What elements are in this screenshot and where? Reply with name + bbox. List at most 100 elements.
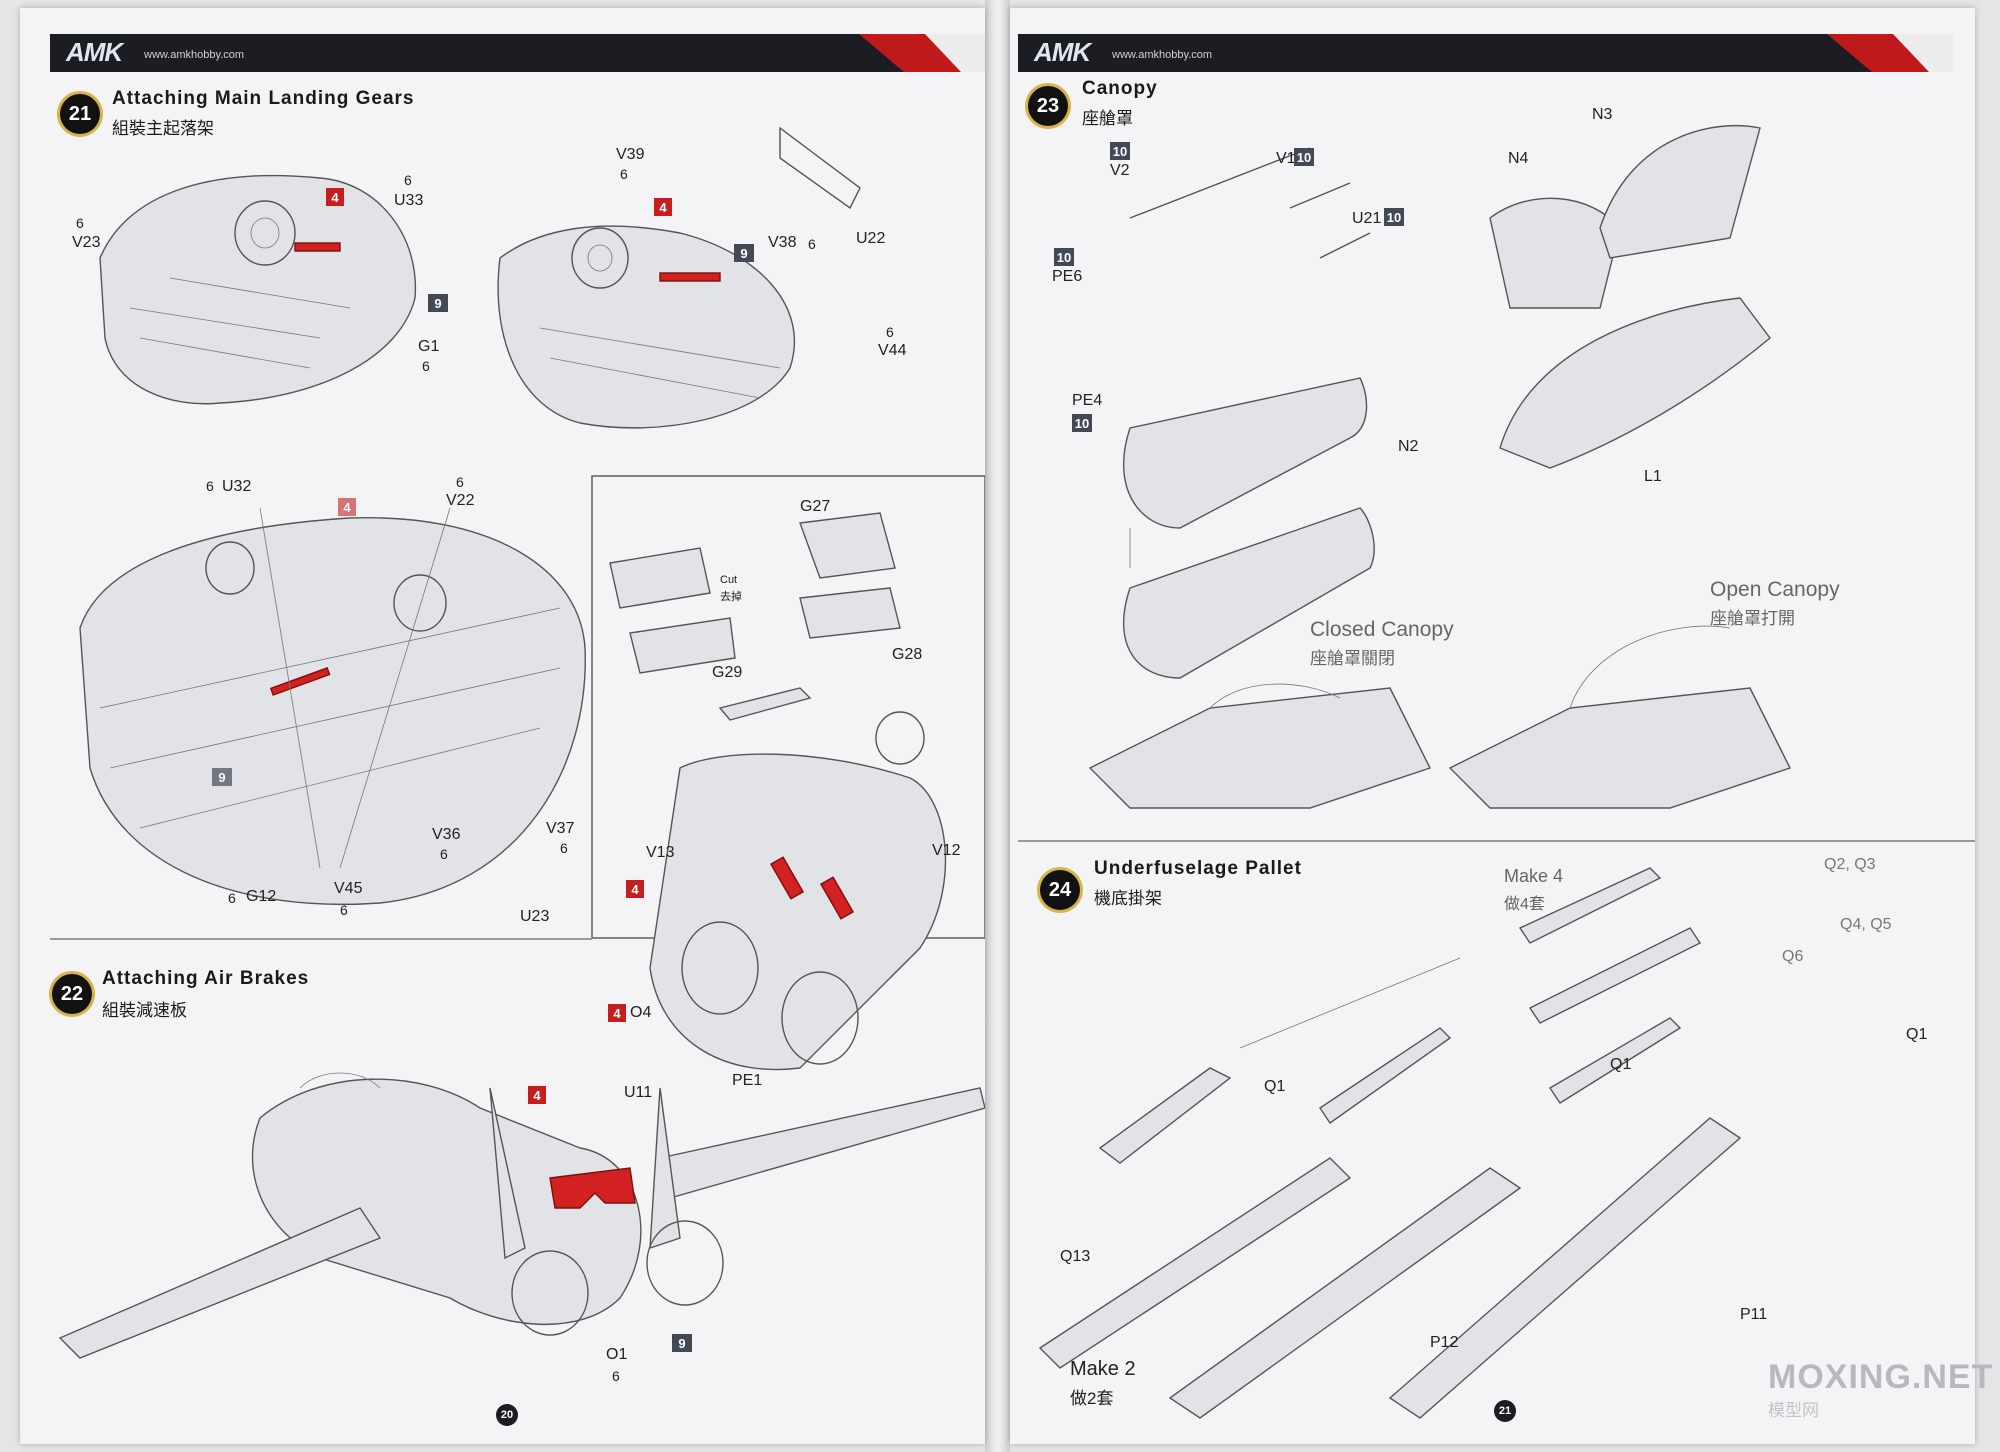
door-upper xyxy=(609,547,711,609)
gear-door-u22 xyxy=(779,126,861,210)
step-22-subtitle: 組裝減速板 xyxy=(102,1001,187,1020)
label-v39: V39 xyxy=(616,146,645,163)
underside-outline xyxy=(79,517,586,906)
red-part-c xyxy=(269,667,331,696)
moxing-watermark-cn: 模型网 xyxy=(1768,1401,1819,1420)
canopy-frame-l1 xyxy=(1499,297,1771,469)
main-wheel-d xyxy=(393,574,447,632)
paint-badge-10-u21: 10 xyxy=(1384,208,1404,226)
label-q2-q3: Q2, Q3 xyxy=(1824,856,1876,873)
step-22-badge: 22 xyxy=(52,974,92,1014)
canopy-sill-lower xyxy=(1122,507,1375,679)
label-u21: U21 xyxy=(1352,210,1382,227)
label-n3: N3 xyxy=(1592,106,1613,123)
pallet-q1-c xyxy=(1549,1017,1682,1104)
red-part-b xyxy=(659,272,721,282)
exhaust-right xyxy=(781,971,859,1065)
label-q4-q5: Q4, Q5 xyxy=(1840,916,1892,933)
right-page-line-art xyxy=(1038,125,1791,1419)
red-airbrake-b xyxy=(819,876,855,920)
exhaust-left xyxy=(681,921,759,1015)
label-n4: N4 xyxy=(1508,150,1529,167)
step-23-badge: 23 xyxy=(1028,86,1068,126)
label-u32: U32 xyxy=(222,478,252,495)
label-v13: V13 xyxy=(646,844,675,861)
label-u11: U11 xyxy=(624,1084,653,1101)
website-url: www.amkhobby.com xyxy=(1112,49,1213,61)
label-u22: U22 xyxy=(856,230,886,247)
door-lower xyxy=(629,617,736,674)
label-6-v39: 6 xyxy=(620,166,628,182)
step-21-title: Attaching Main Landing Gears xyxy=(112,88,415,109)
main-wheel-a xyxy=(234,200,296,266)
left-page: AMK www.amkhobby.com xyxy=(20,8,985,1444)
main-wheel-e xyxy=(875,711,925,765)
label-6-v23: 6 xyxy=(76,215,84,231)
label-6-v38: 6 xyxy=(808,236,816,252)
label-p11: P11 xyxy=(1740,1306,1768,1323)
label-n2: N2 xyxy=(1398,438,1419,455)
paint-badge-9-d: 9 xyxy=(672,1334,692,1352)
moxing-watermark: MOXING.NET xyxy=(1768,1358,1994,1396)
label-6-o1: 6 xyxy=(612,1368,620,1384)
label-6-g12: 6 xyxy=(228,890,236,906)
pallet-p11 xyxy=(1388,1117,1742,1419)
label-q1-b: Q1 xyxy=(1610,1056,1632,1073)
step-24-title: Underfuselage Pallet xyxy=(1094,858,1302,879)
website-url: www.amkhobby.com xyxy=(144,49,245,61)
label-6-v37: 6 xyxy=(560,840,568,856)
make-2-caption: Make 2 xyxy=(1070,1358,1136,1380)
open-canopy-caption: Open Canopy xyxy=(1710,578,1840,601)
step24-top-rule xyxy=(1018,840,1975,842)
g29-strut xyxy=(718,687,812,721)
label-v12: V12 xyxy=(932,842,961,859)
label-p12: P12 xyxy=(1430,1334,1459,1351)
left-page-line-art xyxy=(58,126,985,1359)
label-6-v44: 6 xyxy=(886,324,894,340)
door-g28 xyxy=(799,587,901,639)
part-v2-rail xyxy=(1129,147,1311,219)
pallet-q1-a xyxy=(1098,1067,1232,1164)
part-u21-rail xyxy=(1319,232,1371,259)
label-v1: V1 xyxy=(1276,150,1296,167)
make-2-caption-cn: 做2套 xyxy=(1070,1389,1114,1408)
label-o1: O1 xyxy=(606,1346,628,1363)
booklet-spine xyxy=(985,0,1010,1452)
label-v23: V23 xyxy=(72,234,101,251)
label-v2: V2 xyxy=(1110,162,1130,179)
red-part-a xyxy=(294,242,341,252)
label-g29: G29 xyxy=(712,664,743,681)
f14-left-wing xyxy=(58,1207,382,1359)
paint-badge-4-d: 4 xyxy=(626,880,644,898)
label-6-v36: 6 xyxy=(440,846,448,862)
f14-fuselage xyxy=(251,1078,642,1325)
step-24-badge: 24 xyxy=(1040,870,1080,910)
right-header-bar: AMK www.amkhobby.com xyxy=(1018,34,1953,72)
page-number-right: 21 xyxy=(1494,1400,1516,1422)
canopy-n4 xyxy=(1489,197,1621,309)
label-g27: G27 xyxy=(800,498,831,515)
label-v36: V36 xyxy=(432,826,461,843)
label-pe1: PE1 xyxy=(732,1072,763,1089)
paint-badge-4-f: 4 xyxy=(528,1086,546,1104)
paint-badge-9-a: 9 xyxy=(428,294,448,312)
pallet-q4-q5 xyxy=(1528,927,1702,1024)
label-g28: G28 xyxy=(892,646,923,663)
main-wheel-c xyxy=(205,541,255,595)
label-v45: V45 xyxy=(334,880,363,897)
label-pe4: PE4 xyxy=(1072,392,1103,409)
closed-canopy-caption: Closed Canopy xyxy=(1310,618,1454,641)
f14-exhaust-right xyxy=(646,1220,724,1306)
amk-logo: AMK xyxy=(66,37,123,67)
f14-exhaust-left xyxy=(511,1250,589,1336)
label-q1-c: Q1 xyxy=(1906,1026,1928,1043)
label-v38: V38 xyxy=(768,234,797,251)
paint-badge-4-b: 4 xyxy=(654,198,672,216)
door-g27 xyxy=(799,512,896,579)
step-21-badge: 21 xyxy=(60,94,100,134)
paint-badge-10-pe6: 10 xyxy=(1054,248,1074,266)
label-g1: G1 xyxy=(418,338,440,355)
label-6-v22: 6 xyxy=(456,474,464,490)
label-o4: O4 xyxy=(630,1004,652,1021)
gear-bay-outline-a xyxy=(99,174,417,405)
